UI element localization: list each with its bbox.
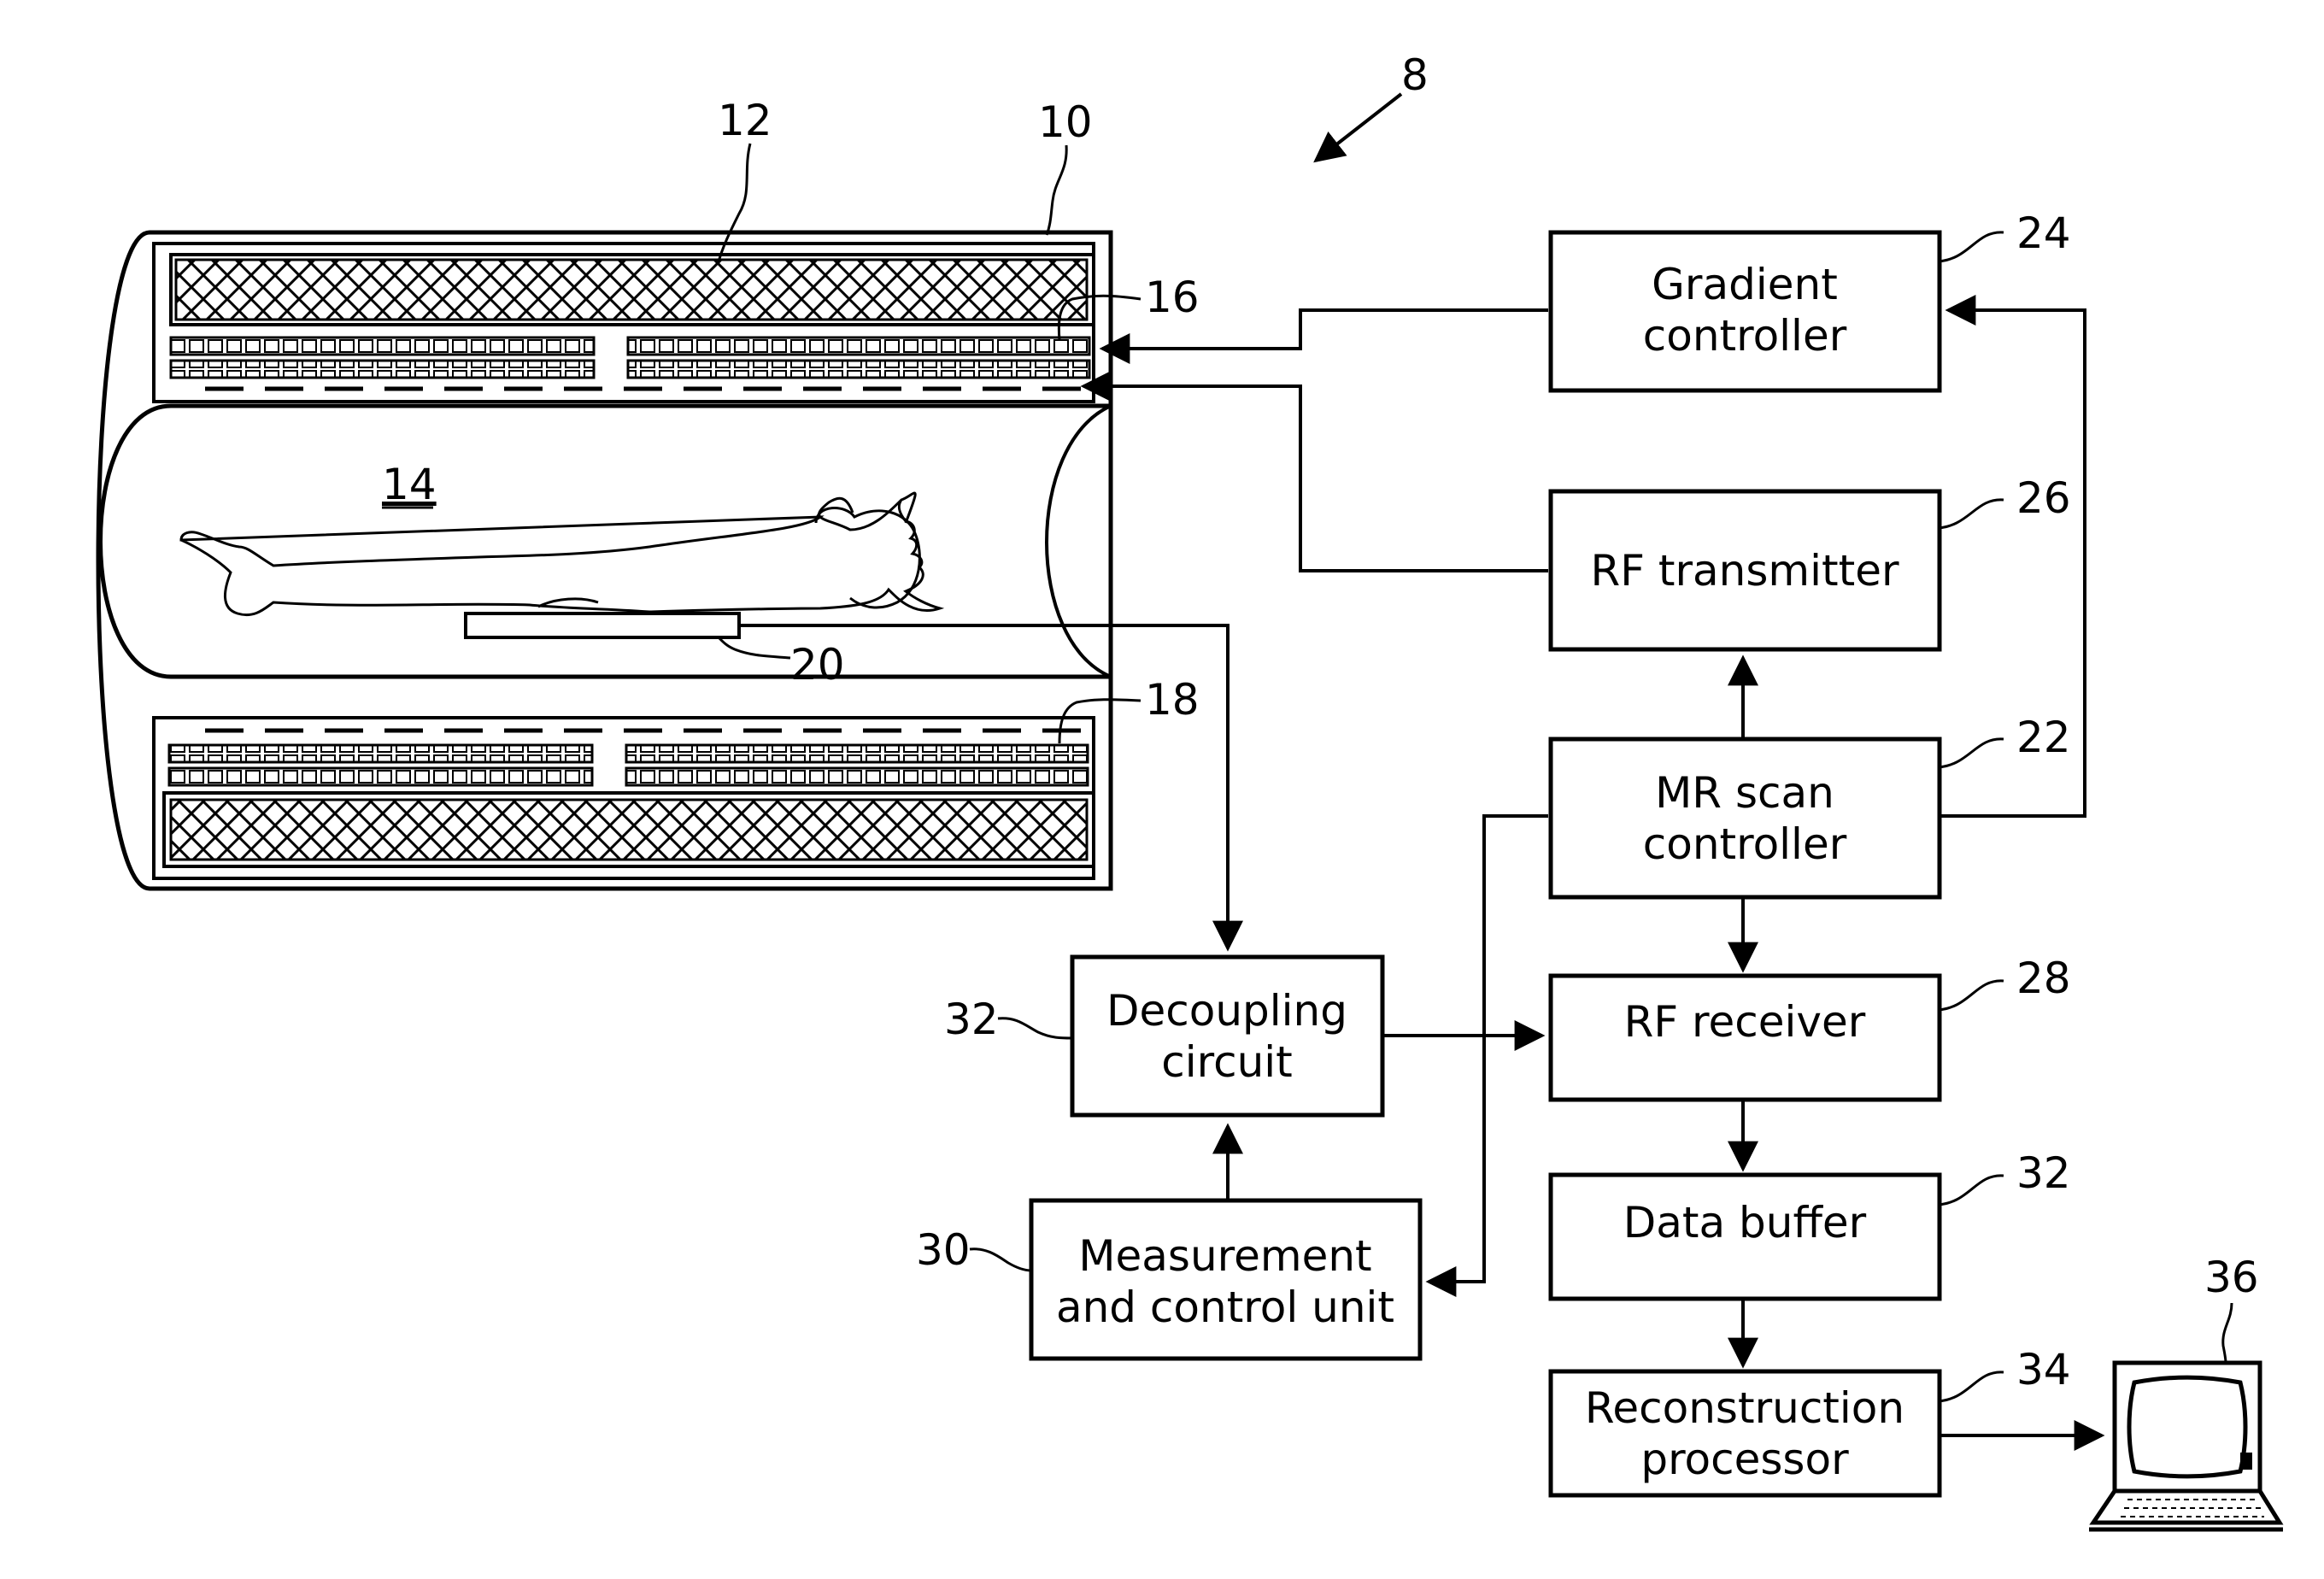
ref-22: 22 bbox=[2016, 713, 2071, 762]
ref-34: 34 bbox=[2016, 1345, 2071, 1394]
leader-24 bbox=[1940, 232, 2004, 261]
bottom-gradient-coil-right-2 bbox=[626, 768, 1088, 785]
ref-12: 12 bbox=[718, 96, 772, 145]
mr-scan-controller-line2: controller bbox=[1643, 819, 1847, 869]
mr-scan-controller-block: MR scan controller 22 bbox=[1551, 713, 2071, 897]
leader-26 bbox=[1940, 500, 2004, 528]
bottom-gradient-coil-left-1 bbox=[169, 745, 592, 762]
leader-32-decoupling bbox=[998, 1018, 1072, 1038]
mr-scan-controller-box bbox=[1551, 739, 1940, 897]
ref-26: 26 bbox=[2016, 473, 2071, 523]
mr-scan-controller-line1: MR scan bbox=[1655, 768, 1834, 818]
decoupling-circuit-line2: circuit bbox=[1161, 1037, 1293, 1087]
top-gradient-coil-right-2 bbox=[628, 361, 1089, 378]
measurement-control-unit-block: Measurement and control unit 30 bbox=[916, 1200, 1420, 1359]
data-buffer-line1: Data buffer bbox=[1623, 1198, 1867, 1247]
conn-scan-to-measure bbox=[1429, 816, 1548, 1282]
decoupling-circuit-block: Decoupling circuit 32 bbox=[944, 957, 1382, 1115]
leader-32-buffer bbox=[1940, 1176, 2004, 1205]
bottom-gradient-coil-left-2 bbox=[169, 768, 592, 785]
ref-24: 24 bbox=[2016, 208, 2071, 258]
decoupling-circuit-line1: Decoupling bbox=[1106, 986, 1347, 1036]
ref-36: 36 bbox=[2204, 1253, 2259, 1302]
ref-18: 18 bbox=[1145, 675, 1200, 725]
ref-32-decoupling: 32 bbox=[944, 995, 999, 1044]
measurement-control-unit-line1: Measurement bbox=[1078, 1231, 1371, 1281]
measurement-control-unit-line2: and control unit bbox=[1056, 1283, 1394, 1332]
rf-receiver-line1: RF receiver bbox=[1624, 997, 1866, 1047]
decoupling-circuit-box bbox=[1072, 957, 1382, 1115]
local-coil-20 bbox=[466, 613, 739, 637]
ref-30: 30 bbox=[916, 1225, 971, 1275]
leader-28 bbox=[1940, 981, 2004, 1010]
top-gradient-coil-left-2 bbox=[171, 361, 594, 378]
top-main-magnet bbox=[176, 260, 1087, 320]
ref-20: 20 bbox=[790, 640, 845, 690]
reconstruction-processor-line1: Reconstruction bbox=[1585, 1383, 1904, 1433]
leader-22 bbox=[1940, 739, 2004, 767]
rf-receiver-block: RF receiver 28 bbox=[1551, 954, 2071, 1100]
ref-10: 10 bbox=[1038, 97, 1093, 147]
leader-34 bbox=[1940, 1372, 2004, 1401]
rf-transmitter-line1: RF transmitter bbox=[1590, 546, 1899, 596]
figure-pointer-arrow bbox=[1316, 94, 1401, 161]
reconstruction-processor-line2: processor bbox=[1640, 1435, 1849, 1484]
data-buffer-block: Data buffer 32 bbox=[1551, 1148, 2071, 1299]
ref-28: 28 bbox=[2016, 954, 2071, 1003]
figure-number: 8 bbox=[1401, 50, 1429, 100]
mr-scanner: 12 10 16 14 20 18 bbox=[98, 96, 1200, 889]
leader-10 bbox=[1047, 145, 1066, 235]
rf-transmitter-block: RF transmitter 26 bbox=[1551, 473, 2071, 649]
ref-14: 14 bbox=[382, 460, 437, 509]
figure-number-group: 8 bbox=[1316, 50, 1429, 161]
gradient-controller-block: Gradient controller 24 bbox=[1551, 208, 2071, 390]
top-gradient-coil-left-1 bbox=[171, 338, 594, 355]
ref-32-buffer: 32 bbox=[2016, 1148, 2071, 1198]
bottom-main-magnet bbox=[171, 800, 1087, 860]
gradient-controller-line1: Gradient bbox=[1652, 260, 1838, 309]
reconstruction-processor-block: Reconstruction processor 34 bbox=[1551, 1345, 2071, 1495]
leader-36 bbox=[2223, 1303, 2232, 1363]
keyboard bbox=[2093, 1491, 2280, 1523]
bottom-gradient-coil-right-1 bbox=[626, 745, 1088, 762]
monitor-knob bbox=[2240, 1453, 2252, 1470]
display-terminal: 36 bbox=[2089, 1253, 2283, 1529]
gradient-controller-line2: controller bbox=[1643, 311, 1847, 361]
conn-rftx-to-coil bbox=[1083, 386, 1548, 571]
ref-16: 16 bbox=[1145, 273, 1200, 322]
leader-30 bbox=[970, 1249, 1031, 1271]
monitor-screen bbox=[2129, 1377, 2245, 1476]
top-gradient-coil-right-1 bbox=[628, 338, 1089, 355]
